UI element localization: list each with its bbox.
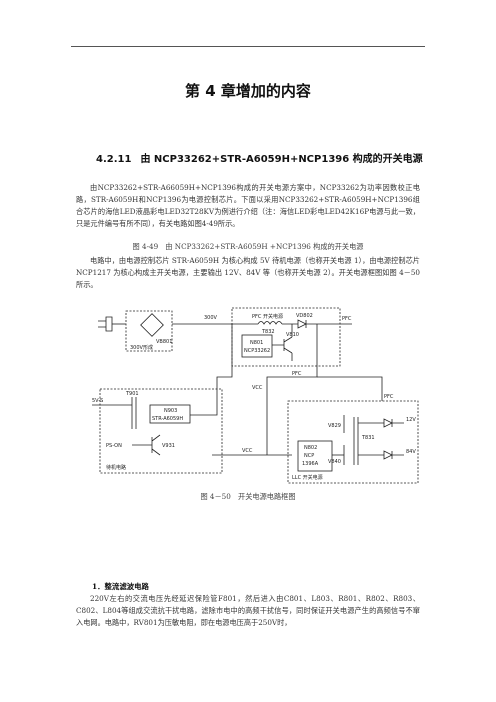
llc-block bbox=[287, 400, 419, 484]
power-supply-block-diagram: PFC 开关电源 300V T832 VD802 N801 NCP33262 V… bbox=[92, 307, 419, 484]
label-str-a6059h: STR-A6059H bbox=[152, 416, 183, 422]
label-llc: LLC 开关电源 bbox=[292, 474, 323, 481]
label-n802: N802 bbox=[304, 445, 317, 451]
chip-n802 bbox=[297, 440, 333, 472]
figure-4-50-caption: 图 4－50 开关电源电路框图 bbox=[200, 492, 296, 501]
label-5v-s: 5V-S bbox=[92, 398, 103, 404]
ac-plug-icon bbox=[98, 316, 113, 332]
label-1396a: 1396A bbox=[302, 461, 319, 467]
diode-84v bbox=[358, 450, 404, 460]
label-t901: T901 bbox=[125, 391, 139, 397]
transistor-v810 bbox=[272, 336, 293, 354]
label-84v: 84V bbox=[406, 449, 416, 455]
label-t831: T831 bbox=[361, 435, 375, 441]
label-12v: 12V bbox=[406, 417, 416, 423]
chapter-title: 第 4 章增加的内容 bbox=[185, 82, 311, 100]
label-v829: V829 bbox=[328, 423, 341, 429]
label-300v-form: 300V形成 bbox=[130, 344, 153, 351]
diode-12v bbox=[358, 418, 404, 428]
label-standby: 待机电路 bbox=[106, 464, 126, 471]
subsection-title: 1．整流滤波电路 bbox=[92, 582, 149, 591]
label-v840: V840 bbox=[328, 459, 341, 465]
label-ncp: NCP bbox=[304, 453, 314, 459]
transformer-t901 bbox=[131, 397, 137, 429]
label-vcc-top: VCC bbox=[252, 385, 263, 391]
section-title: 由 NCP33262+STR-A6059H+NCP1396 构成的开关电源 bbox=[140, 154, 423, 165]
label-vb801: VB801 bbox=[156, 339, 172, 345]
section-heading: 4.2.11 由 NCP33262+STR-A6059H+NCP1396 构成的开… bbox=[96, 150, 423, 165]
label-n801: N801 bbox=[250, 340, 263, 346]
section-number: 4.2.11 bbox=[96, 154, 132, 165]
label-ps-on: PS-ON bbox=[106, 443, 122, 449]
label-pfc-block: PFC 开关电源 bbox=[252, 313, 283, 320]
label-t832: T832 bbox=[261, 329, 275, 335]
label-300v: 300V bbox=[204, 315, 218, 321]
bridge-rectifier-icon bbox=[140, 313, 164, 337]
chip-n903 bbox=[149, 404, 191, 424]
label-v931: V931 bbox=[162, 443, 175, 449]
label-vd802: VD802 bbox=[296, 313, 313, 319]
header-rule bbox=[71, 46, 425, 47]
chip-n801 bbox=[241, 334, 273, 358]
label-v810: V810 bbox=[286, 332, 299, 338]
label-pfc-out: PFC bbox=[342, 316, 352, 322]
label-pfc-mid: PFC bbox=[292, 371, 302, 377]
label-n903: N903 bbox=[164, 408, 177, 414]
label-vcc-bottom: VCC bbox=[242, 448, 253, 454]
diode-vd802 bbox=[282, 319, 307, 329]
label-pfc-llc: PFC bbox=[384, 394, 394, 400]
paragraph-intro: 由NCP33262+STR-A66059H+NCP1396构成的开关电源方案中，… bbox=[76, 183, 420, 228]
transformer-t831 bbox=[353, 417, 359, 465]
paragraph-rectifier: 220V左右的交流电压先经延迟保险管F801，然后进入由C801、L803、R8… bbox=[76, 594, 420, 627]
inductor-t832 bbox=[257, 321, 283, 325]
rectifier-block bbox=[125, 310, 173, 352]
paragraph-description: 电路中，由电源控制芯片 STR-A6059H 为核心构成 5V 待机电源（也称开… bbox=[76, 256, 420, 289]
figure-4-49-caption: 图 4-49 由 NCP33262+STR-A6059H +NCP1396 构成… bbox=[132, 242, 364, 251]
label-ncp33262: NCP33262 bbox=[244, 348, 270, 354]
standby-block bbox=[99, 388, 223, 474]
transistor-v931 bbox=[132, 434, 161, 456]
